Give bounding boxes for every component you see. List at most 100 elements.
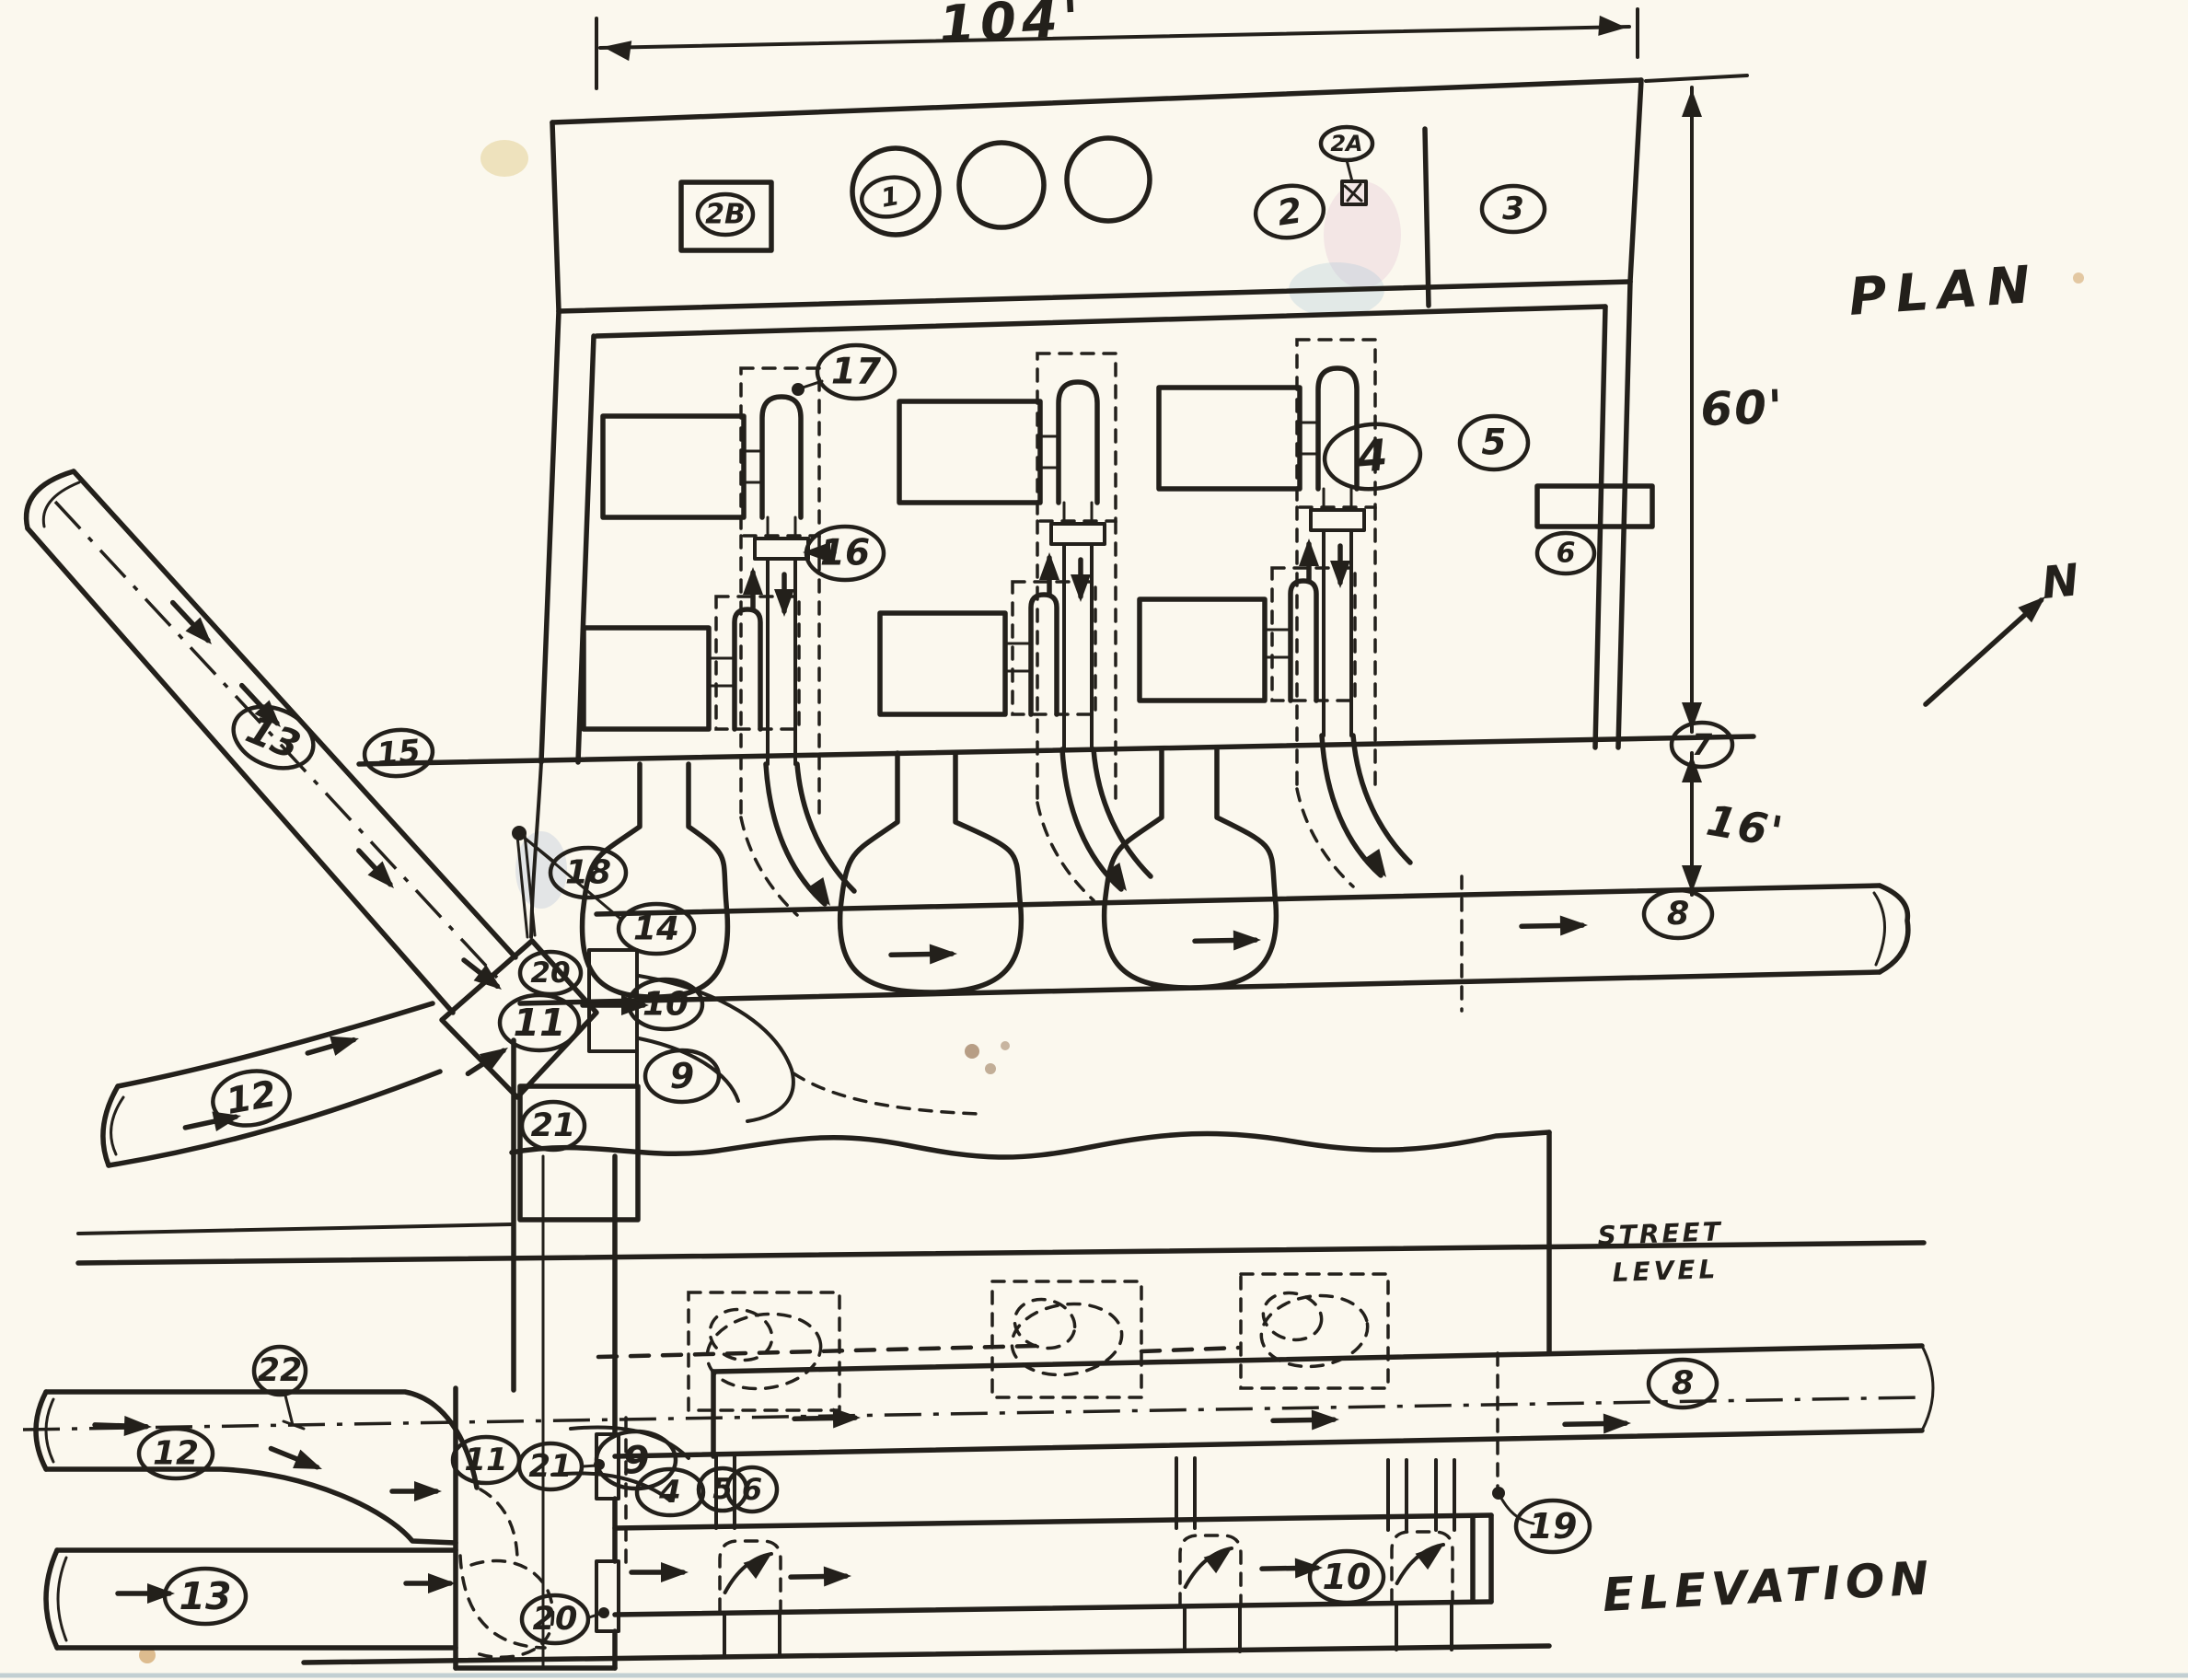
flow-arrow xyxy=(774,572,794,617)
room-divider xyxy=(1422,126,1431,308)
flow-arrow xyxy=(1395,1543,1445,1585)
flow-arrow xyxy=(389,1481,442,1501)
elevation-title: ELEVATION xyxy=(1602,1551,1936,1622)
callout-elevation-22: 22 xyxy=(251,1344,308,1397)
ground-line xyxy=(76,1222,514,1235)
flow-arrow xyxy=(1682,755,1702,782)
svg-text:11: 11 xyxy=(513,1001,565,1045)
callout-plan-11: 11 xyxy=(497,992,582,1053)
svg-text:21: 21 xyxy=(531,1107,576,1144)
flow-arrow xyxy=(1259,1558,1323,1579)
plan-title: PLAN xyxy=(1846,255,2041,328)
flow-arrow xyxy=(1562,1413,1631,1434)
floor-line xyxy=(301,1643,1552,1665)
flow-arrow xyxy=(465,1048,508,1077)
flow-arrow xyxy=(356,848,394,888)
svg-text:20: 20 xyxy=(530,956,570,990)
street-level-line1: STREET xyxy=(1597,1216,1723,1251)
flow-arrow xyxy=(803,542,837,562)
pipe-centerline xyxy=(22,1396,1923,1431)
flow-arrow xyxy=(1598,15,1627,36)
pump-unit-3 xyxy=(1140,340,1410,886)
svg-text:8: 8 xyxy=(1672,1365,1694,1402)
callout-elevation-20: 20 xyxy=(519,1593,591,1646)
flow-arrow xyxy=(403,1573,456,1593)
flow-arrow xyxy=(743,567,763,612)
callout-plan-10: 10 xyxy=(626,977,705,1032)
svg-text:12: 12 xyxy=(153,1435,199,1473)
gate-lower xyxy=(595,1559,620,1633)
svg-text:6: 6 xyxy=(742,1472,762,1507)
callout-plan-18: 18 xyxy=(548,845,629,900)
hatch-circle-3 xyxy=(1064,135,1152,224)
flow-arrow xyxy=(723,1552,773,1594)
callout-elevation-13: 13 xyxy=(162,1566,249,1627)
svg-text:2A: 2A xyxy=(1330,131,1362,156)
hatch-circle-2 xyxy=(956,140,1047,230)
dim-104: 104' xyxy=(937,0,1085,55)
callout-plan-6: 6 xyxy=(1534,530,1597,576)
street-level-line2: LEVEL xyxy=(1612,1254,1719,1288)
svg-text:1: 1 xyxy=(879,180,902,214)
svg-text:17: 17 xyxy=(831,352,882,393)
pipe-12-plan xyxy=(100,1001,443,1168)
callout-elevation-10: 10 xyxy=(1307,1548,1386,1605)
flow-arrow xyxy=(182,1111,241,1131)
callout-elevation-4: 4 xyxy=(634,1466,706,1518)
callout-plan-15: 15 xyxy=(362,727,435,779)
callout-plan-21: 21 xyxy=(519,1099,587,1153)
callout-plan-20: 20 xyxy=(517,949,584,997)
flow-arrow xyxy=(1682,89,1702,117)
flow-arrow xyxy=(268,1445,322,1470)
svg-text:21: 21 xyxy=(528,1448,572,1485)
callout-elevation-12: 12 xyxy=(136,1426,215,1481)
dimension-60 xyxy=(1644,74,1749,734)
svg-text:8: 8 xyxy=(1667,896,1689,933)
leader-lines-elevation xyxy=(282,1394,1535,1619)
pipe-13-elevation xyxy=(43,1547,458,1651)
svg-text:3: 3 xyxy=(1502,191,1524,227)
flow-arrow xyxy=(806,876,830,906)
callout-elevation-8: 8 xyxy=(1646,1357,1719,1410)
callout-plan-8: 8 xyxy=(1641,887,1715,941)
svg-text:22: 22 xyxy=(258,1352,303,1389)
flow-arrow xyxy=(1183,1547,1233,1589)
callout-elevation-5: 5 xyxy=(696,1466,749,1513)
dim-60: 60' xyxy=(1699,380,1785,436)
street-level-line xyxy=(75,1240,1927,1266)
control-room xyxy=(678,126,1431,308)
callout-plan-1: 1 xyxy=(860,175,920,219)
dim-16: 16' xyxy=(1703,795,1788,858)
svg-text:9: 9 xyxy=(670,1056,694,1096)
svg-text:4: 4 xyxy=(658,1474,681,1511)
callout-plan-14: 14 xyxy=(616,901,697,956)
flow-arrow xyxy=(888,944,957,965)
hidden-pumps-dashed xyxy=(596,1272,1499,1498)
flow-arrow xyxy=(1682,702,1702,730)
callout-plan-3: 3 xyxy=(1479,183,1547,235)
svg-text:11: 11 xyxy=(464,1442,507,1478)
flow-arrow xyxy=(92,1415,152,1436)
flow-arrow xyxy=(169,599,212,644)
leader-lines-plan xyxy=(512,379,824,939)
callout-plan-2A: 2A xyxy=(1318,124,1375,163)
callout-plan-5: 5 xyxy=(1457,413,1531,472)
plan-view xyxy=(23,7,1911,1222)
callout-elevation-6: 6 xyxy=(724,1465,780,1514)
north-label: N xyxy=(2039,554,2081,609)
svg-text:10: 10 xyxy=(1323,1557,1372,1597)
svg-text:20: 20 xyxy=(533,1601,578,1638)
callout-elevation-21: 21 xyxy=(516,1441,585,1492)
pump-unit-2 xyxy=(880,353,1151,900)
item-2a-box xyxy=(1340,180,1368,206)
callout-plan-7: 7 xyxy=(1669,720,1735,770)
flow-arrow xyxy=(1299,539,1319,584)
flow-arrow xyxy=(1330,543,1350,588)
flow-arrow xyxy=(580,995,649,1015)
svg-text:4: 4 xyxy=(1354,430,1389,483)
svg-text:19: 19 xyxy=(1529,1506,1578,1547)
callout-elevation-11: 11 xyxy=(450,1434,522,1486)
svg-text:7: 7 xyxy=(1692,727,1713,762)
break-line xyxy=(509,1130,1552,1160)
flow-arrow xyxy=(1362,848,1386,877)
